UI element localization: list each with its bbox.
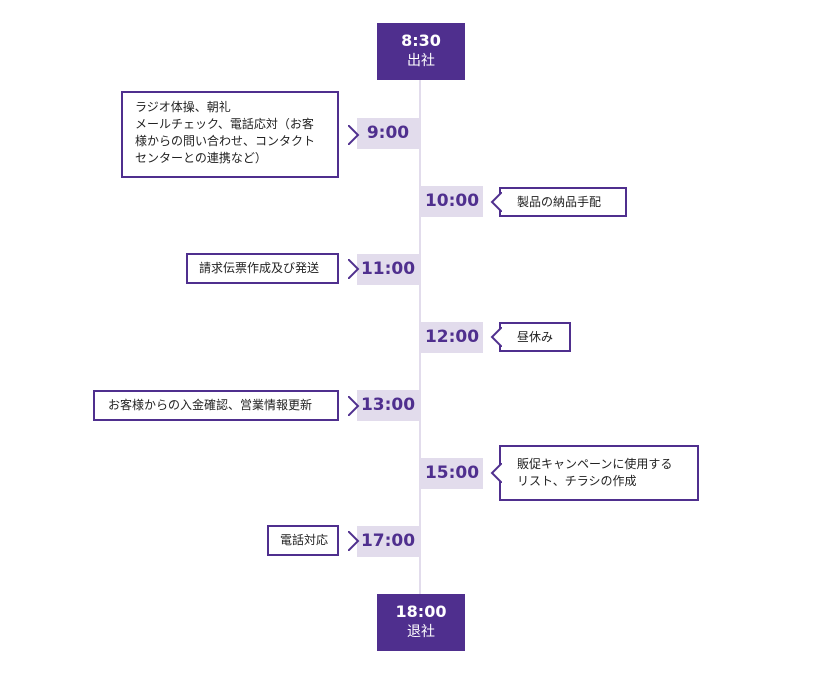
activity-callout: 製品の納品手配 xyxy=(490,187,627,217)
end-time: 18:00 xyxy=(395,602,447,621)
activity-line: ラジオ体操、朝礼 xyxy=(135,100,231,114)
start-time: 8:30 xyxy=(401,31,441,50)
activity-line: 電話対応 xyxy=(280,533,329,547)
activity-callout: 昼休み xyxy=(490,322,571,352)
time-label: 17:00 xyxy=(357,526,419,557)
activity-line: 販促キャンペーンに使用する xyxy=(517,457,673,471)
timeline-line xyxy=(419,80,421,595)
time-label: 11:00 xyxy=(357,254,419,285)
start-block: 8:30 出社 xyxy=(377,23,465,80)
activity-line: メールチェック、電話応対（お客 xyxy=(135,117,314,131)
activity-line: 様からの問い合わせ、コンタクト xyxy=(135,134,316,148)
activity-line: 昼休み xyxy=(517,330,554,344)
end-block: 18:00 退社 xyxy=(377,594,465,651)
time-label: 10:00 xyxy=(421,186,483,217)
time-label: 15:00 xyxy=(421,458,483,489)
activity-line: お客様からの入金確認、営業情報更新 xyxy=(108,398,313,412)
time-label: 12:00 xyxy=(421,322,483,353)
activity-callout: 請求伝票作成及び発送 xyxy=(186,253,360,284)
activity-callout: 電話対応 xyxy=(267,525,360,556)
activity-line: センターとの連携など） xyxy=(135,151,267,165)
activity-line: 請求伝票作成及び発送 xyxy=(199,261,320,275)
time-label: 13:00 xyxy=(357,390,419,421)
activity-line: リスト、チラシの作成 xyxy=(517,474,637,488)
end-label: 退社 xyxy=(407,624,435,640)
activity-callout: ラジオ体操、朝礼 メールチェック、電話応対（お客 様からの問い合わせ、コンタクト… xyxy=(121,91,360,178)
activity-callout: お客様からの入金確認、営業情報更新 xyxy=(93,390,360,421)
activity-line: 製品の納品手配 xyxy=(517,195,602,209)
start-label: 出社 xyxy=(407,53,435,69)
activity-callout: 販促キャンペーンに使用する リスト、チラシの作成 xyxy=(490,445,699,501)
time-label: 9:00 xyxy=(357,118,419,149)
